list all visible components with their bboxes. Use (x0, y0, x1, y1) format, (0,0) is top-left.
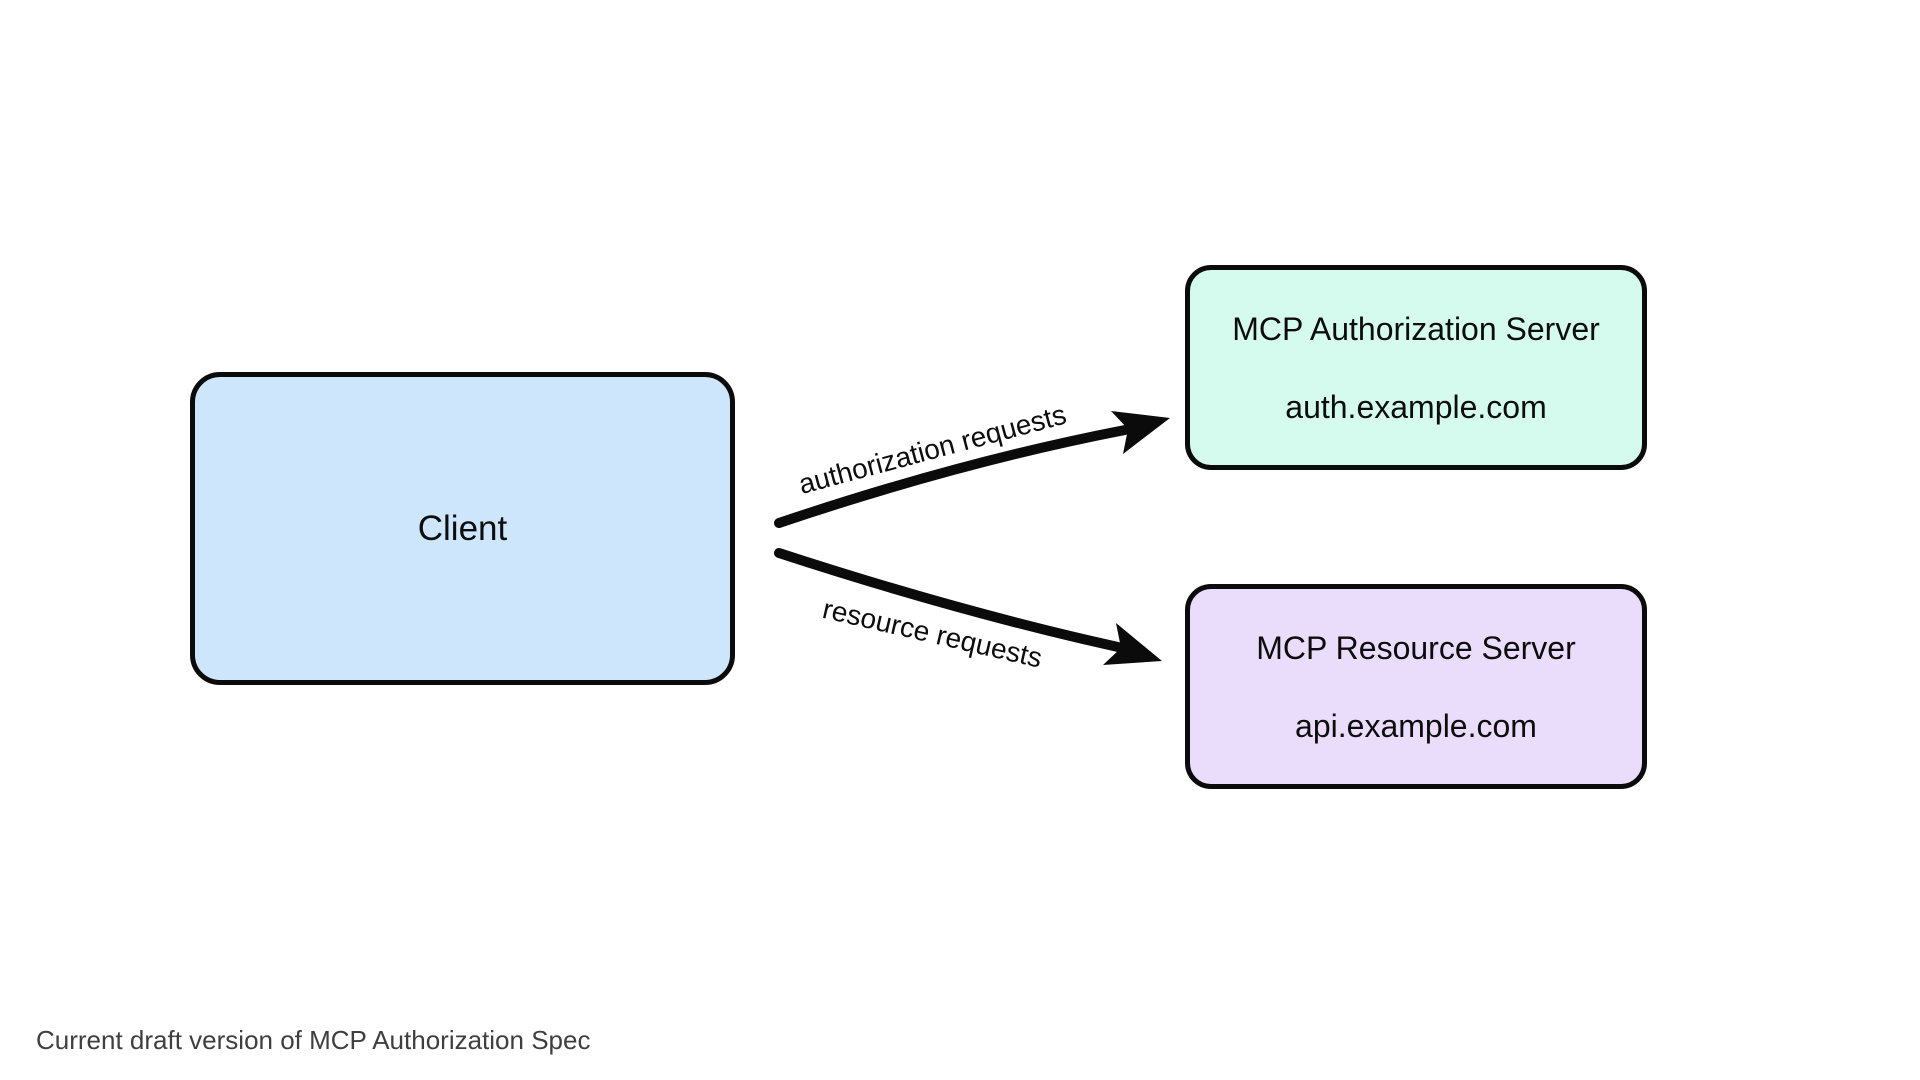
resource-arrow-line (774, 548, 1123, 652)
resource-server-node: MCP Resource Server api.example.com (1185, 584, 1647, 789)
client-label: Client (417, 508, 508, 548)
authorization-arrow-line (774, 425, 1130, 528)
authorization-arrow-head-icon (1111, 411, 1170, 454)
auth-server-title: MCP Authorization Server (1232, 310, 1600, 347)
auth-server-subtitle: auth.example.com (1285, 388, 1547, 425)
diagram-caption: Current draft version of MCP Authorizati… (36, 1025, 591, 1055)
auth-server-node: MCP Authorization Server auth.example.co… (1185, 265, 1647, 470)
client-node: Client (190, 372, 735, 685)
resource-arrow-head-icon (1103, 623, 1162, 665)
resource-server-title: MCP Resource Server (1256, 629, 1576, 666)
resource-server-subtitle: api.example.com (1295, 707, 1537, 744)
